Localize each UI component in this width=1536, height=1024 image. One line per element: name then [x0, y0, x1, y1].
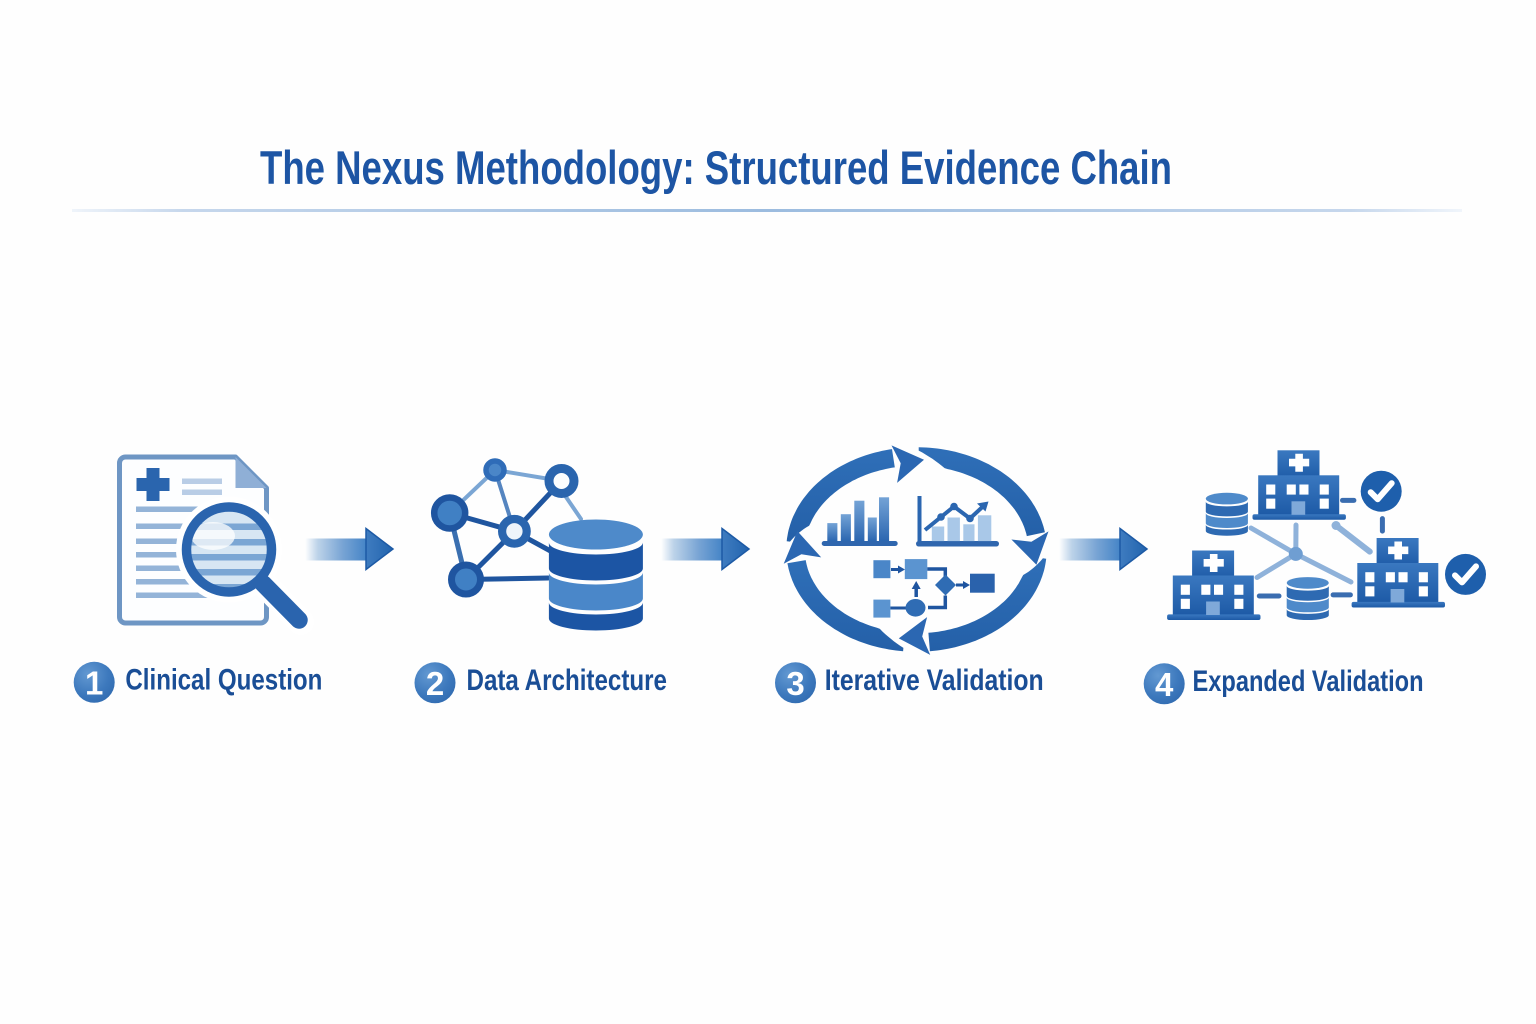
- svg-text:1: 1: [85, 664, 103, 701]
- svg-text:2: 2: [426, 665, 444, 702]
- svg-text:Iterative Validation: Iterative Validation: [825, 664, 1044, 697]
- svg-text:The Nexus Methodology: Structu: The Nexus Methodology: Structured Eviden…: [260, 141, 1172, 194]
- svg-text:Data Architecture: Data Architecture: [467, 664, 668, 697]
- svg-text:Clinical Question: Clinical Question: [125, 664, 322, 697]
- svg-text:4: 4: [1155, 666, 1174, 703]
- svg-text:3: 3: [786, 665, 804, 702]
- svg-text:Expanded Validation: Expanded Validation: [1193, 665, 1424, 698]
